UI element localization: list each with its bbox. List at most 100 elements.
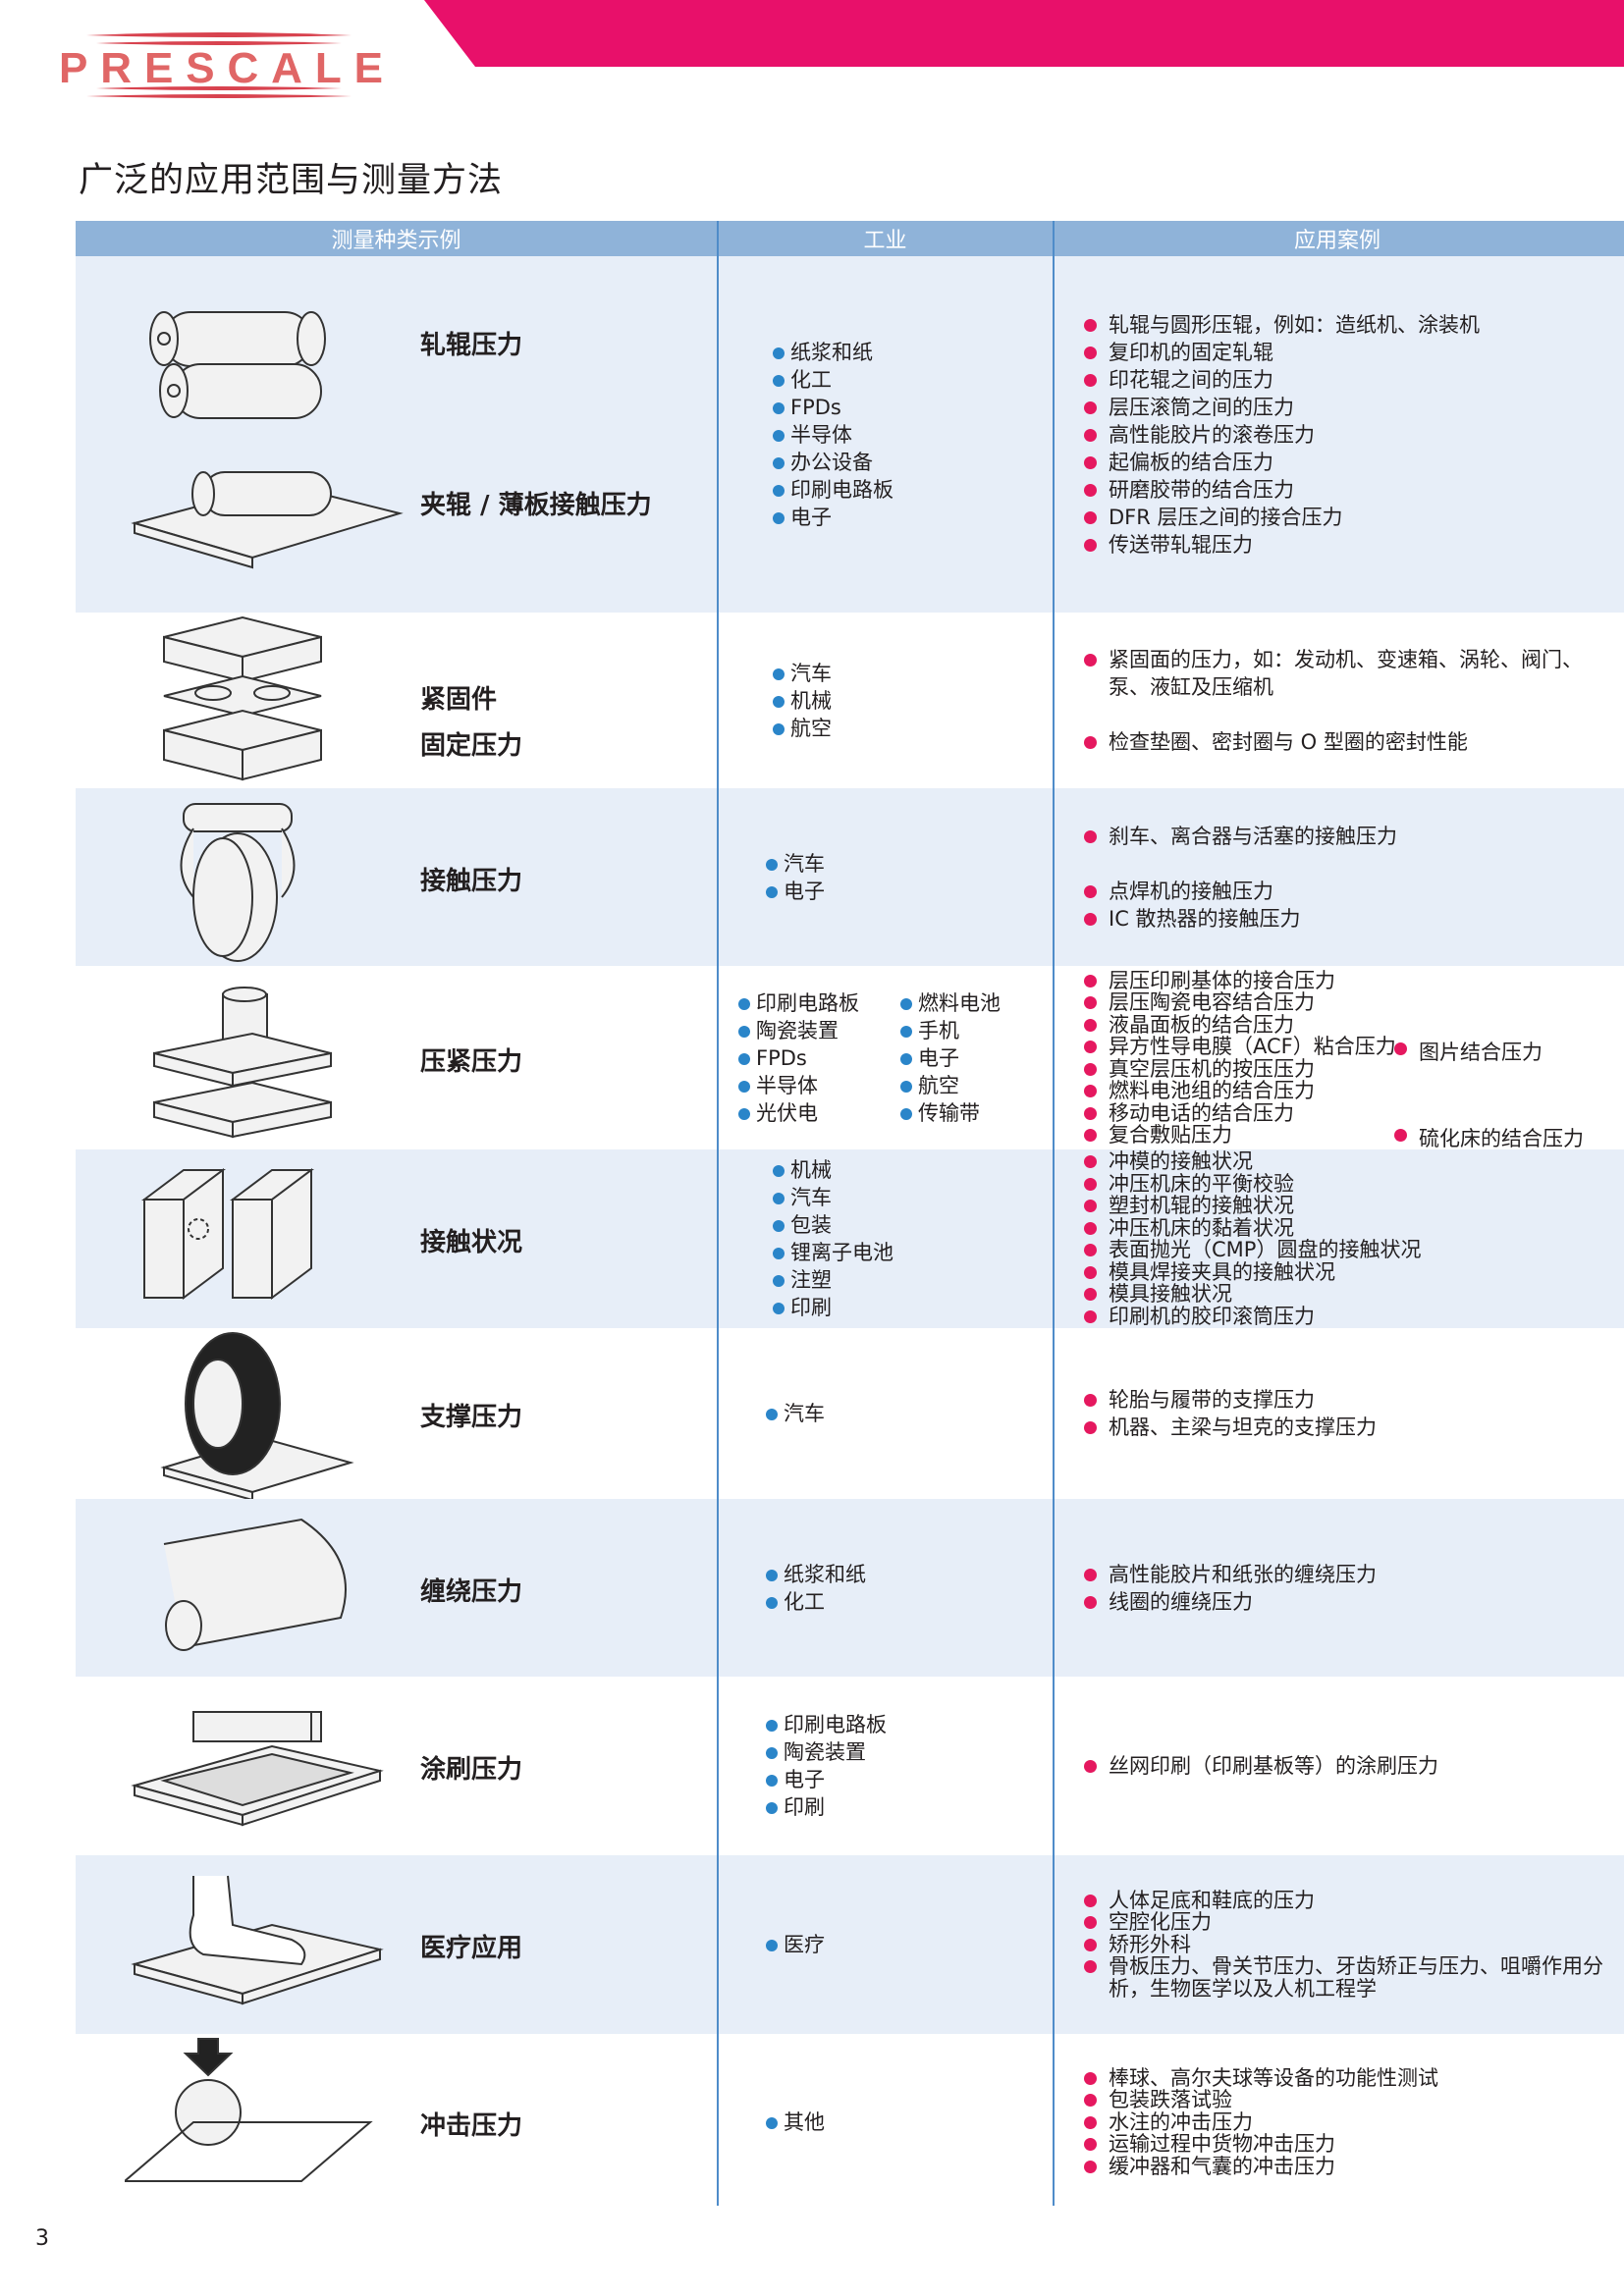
application-item: 刹车、离合器与活塞的接触压力 [1084, 823, 1611, 850]
header-industry: 工业 [863, 229, 907, 253]
industry-item: 汽车 [766, 851, 825, 876]
measure-type-cell: 轧辊压力夹辊 / 薄板接触压力 [76, 256, 717, 613]
application-item: DFR 层压之间的接合压力 [1084, 504, 1611, 531]
application-item: 层压滚筒之间的压力 [1084, 394, 1611, 421]
industry-item: 机械 [773, 1156, 893, 1184]
industry-item: 锂离子电池 [773, 1241, 893, 1264]
industry-item: 办公设备 [773, 449, 893, 476]
applications-cell: 高性能胶片和纸张的缠绕压力线圈的缠绕压力 [1054, 1499, 1621, 1677]
applications-cell: 层压印刷基体的接合压力层压陶瓷电容结合压力液晶面板的结合压力异方性导电膜（ACF… [1054, 966, 1621, 1152]
application-item: IC 散热器的接触压力 [1084, 905, 1611, 933]
application-item: 机器、主梁与坦克的支撑压力 [1084, 1414, 1611, 1441]
logo-text: PRESCALE [59, 44, 383, 92]
industry-cell: 汽车机械航空 [717, 613, 1054, 788]
application-item: 印刷机的胶印滚筒压力 [1084, 1305, 1611, 1328]
support-illustration-icon [125, 1328, 409, 1502]
measure-type-cell: 医疗应用 [76, 1855, 717, 2034]
table-row-winding: 缠绕压力 纸浆和纸化工高性能胶片和纸张的缠绕压力线圈的缠绕压力 [76, 1499, 1624, 1677]
application-item: 模具接触状况 [1084, 1283, 1611, 1306]
industry-item: 汽车 [773, 661, 832, 685]
applications-cell: 棒球、高尔夫球等设备的功能性测试包装跌落试验水注的冲击压力运输过程中货物冲击压力… [1054, 2034, 1621, 2211]
application-item: 矫形外科 [1084, 1934, 1611, 1956]
application-item: 水注的冲击压力 [1084, 2111, 1611, 2134]
industry-cell: 医疗 [717, 1855, 1054, 2034]
application-item: 缓冲器和气囊的冲击压力 [1084, 2156, 1611, 2178]
application-item: 线圈的缠绕压力 [1084, 1588, 1611, 1616]
application-item: 高性能胶片的滚卷压力 [1084, 421, 1611, 449]
applications-cell: 轮胎与履带的支撑压力机器、主梁与坦克的支撑压力 [1054, 1328, 1621, 1499]
industry-item: 电子 [773, 504, 893, 531]
application-item: 轮胎与履带的支撑压力 [1084, 1386, 1611, 1414]
measure-type-label: 紧固件 [420, 685, 498, 715]
application-item: 液晶面板的结合压力 [1084, 1013, 1611, 1037]
application-item: 人体足底和鞋底的压力 [1084, 1890, 1611, 1912]
industry-item: 其他 [766, 2110, 825, 2134]
application-item: 硫化床的结合压力 [1394, 1123, 1584, 1152]
industry-item: 印刷 [773, 1294, 893, 1321]
industry-item: 纸浆和纸 [773, 339, 893, 366]
industry-item: 电子 [900, 1044, 1001, 1072]
measure-type-cell: 接触压力 [76, 788, 717, 966]
winding-illustration-icon [125, 1499, 409, 1677]
application-item: 图片结合压力 [1394, 1037, 1543, 1066]
industry-item: 包装 [773, 1211, 893, 1239]
industry-cell: 印刷电路板陶瓷装置电子印刷 [717, 1677, 1054, 1855]
industry-cell: 纸浆和纸化工 [717, 1499, 1054, 1677]
table-row-impact: 冲击压力其他棒球、高尔夫球等设备的功能性测试包装跌落试验水注的冲击压力运输过程中… [76, 2034, 1624, 2211]
application-item: 轧辊与圆形压辊，例如：造纸机、涂装机 [1084, 311, 1611, 339]
header-accent-bar [424, 0, 1624, 67]
header-applications: 应用案例 [1293, 229, 1380, 253]
application-item: 起偏板的结合压力 [1084, 449, 1611, 476]
measure-type-label: 轧辊压力 [420, 331, 523, 360]
table-row-support: 支撑压力 汽车 轮胎与履带的支撑压力机器、主梁与坦克的支撑压力 [76, 1328, 1624, 1502]
industry-item: 航空 [773, 716, 832, 740]
industry-item: 汽车 [766, 1402, 825, 1425]
page-number: 3 [35, 2226, 49, 2251]
press-illustration-icon [125, 966, 409, 1149]
application-item: 异方性导电膜（ACF）粘合压力 [1084, 1036, 1611, 1058]
measure-type-label: 固定压力 [420, 731, 523, 761]
industry-item: 印刷电路板 [773, 477, 893, 502]
measure-type-cell: 紧固件固定压力 [76, 613, 717, 788]
industry-item: 陶瓷装置 [738, 1017, 859, 1044]
application-item: 丝网印刷（印刷基板等）的涂刷压力 [1084, 1752, 1611, 1780]
application-item: 空腔化压力 [1084, 1911, 1611, 1934]
table-row-state: 接触状况机械汽车包装锂离子电池注塑印刷冲模的接触状况冲压机床的平衡校验塑封机辊的… [76, 1149, 1624, 1328]
application-item: 层压印刷基体的接合压力 [1084, 969, 1611, 992]
industry-cell: 机械汽车包装锂离子电池注塑印刷 [717, 1149, 1054, 1328]
industry-item: 陶瓷装置 [766, 1738, 887, 1766]
table-header: 测量种类示例 工业 应用案例 [76, 221, 1624, 256]
application-item: 复印机的固定轧辊 [1084, 339, 1611, 366]
industry-item: FPDs [738, 1044, 859, 1072]
measure-type-label: 缠绕压力 [420, 1576, 523, 1607]
application-item: 紧固面的压力，如：发动机、变速箱、涡轮、阀门、泵、液缸及压缩机 [1084, 646, 1611, 701]
industry-item: 燃料电池 [900, 990, 1001, 1015]
measure-type-label: 接触状况 [420, 1228, 523, 1257]
application-item: 燃料电池组的结合压力 [1084, 1080, 1611, 1102]
table-row-squeegee: 涂刷压力印刷电路板陶瓷装置电子印刷丝网印刷（印刷基板等）的涂刷压力 [76, 1677, 1624, 1855]
application-item: 传送带轧辊压力 [1084, 531, 1611, 559]
application-item: 研磨胶带的结合压力 [1084, 476, 1611, 504]
application-item: 模具焊接夹具的接触状况 [1084, 1260, 1611, 1284]
prescale-logo: PRESCALE [59, 32, 383, 98]
industry-item: 化工 [773, 366, 893, 394]
industry-cell: 汽车电子 [717, 788, 1054, 966]
application-item: 棒球、高尔夫球等设备的功能性测试 [1084, 2067, 1611, 2090]
measure-type-cell: 支撑压力 [76, 1328, 717, 1502]
fastener-illustration-icon [125, 613, 409, 788]
industry-item: 传输带 [900, 1099, 1001, 1127]
roller-illustration-icon [125, 256, 409, 613]
industry-item: 机械 [773, 688, 832, 713]
state-illustration-icon [125, 1149, 409, 1328]
industry-item: 印刷 [766, 1793, 887, 1821]
industry-item: 电子 [766, 1766, 887, 1793]
applications-cell: 紧固面的压力，如：发动机、变速箱、涡轮、阀门、泵、液缸及压缩机检查垫圈、密封圈与… [1054, 613, 1621, 788]
column-divider [1053, 221, 1055, 2206]
contact-illustration-icon [125, 788, 409, 966]
industry-item: 印刷电路板 [766, 1713, 887, 1736]
applications-cell: 轧辊与圆形压辊，例如：造纸机、涂装机复印机的固定轧辊印花辊之间的压力层压滚筒之间… [1054, 256, 1621, 613]
